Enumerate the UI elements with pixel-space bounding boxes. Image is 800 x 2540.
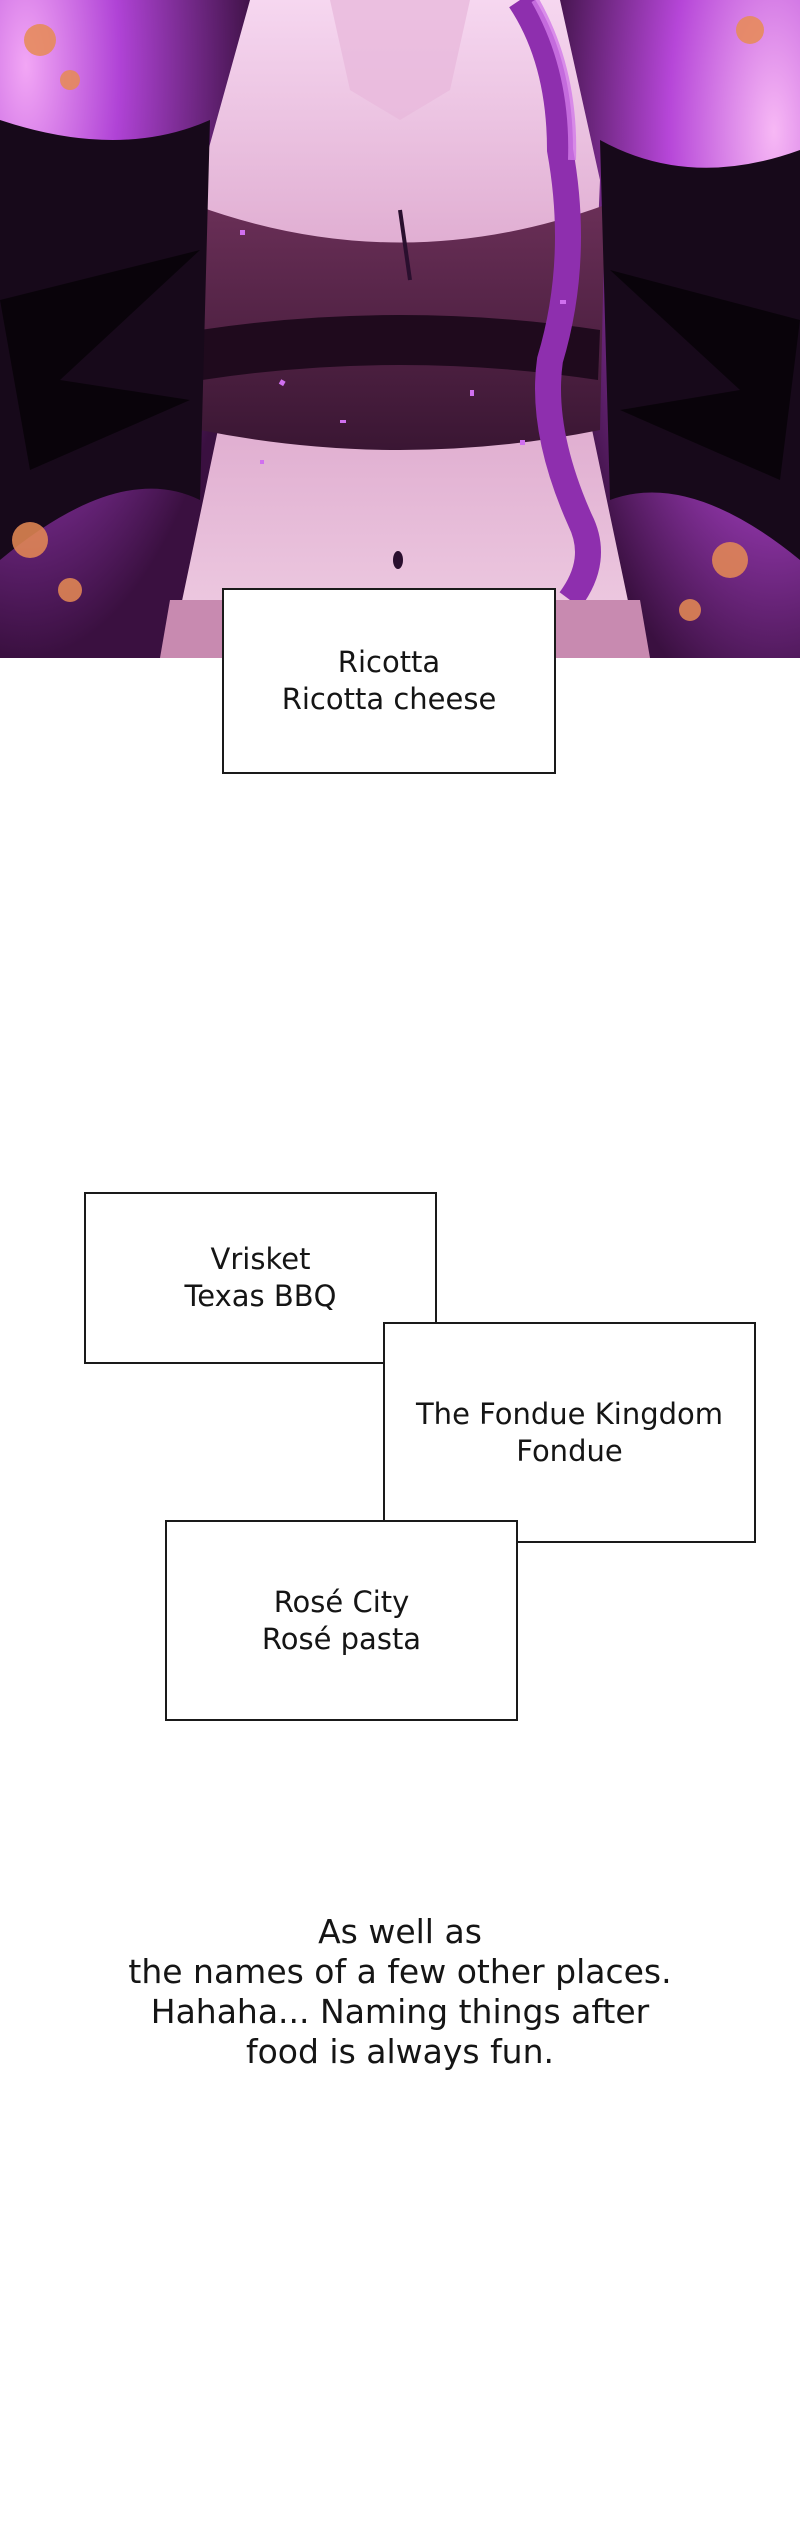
caption-box-fondue: The Fondue Kingdom Fondue xyxy=(383,1322,756,1543)
caption-food: Texas BBQ xyxy=(184,1279,337,1313)
caption-place: Ricotta xyxy=(337,645,441,679)
caption-place: Vrisket xyxy=(210,1242,311,1276)
narration-line: the names of a few other places. xyxy=(128,1952,672,1991)
caption-food: Rosé pasta xyxy=(261,1621,422,1656)
caption-box-vrisket: Vrisket Texas BBQ xyxy=(84,1192,437,1364)
illustration-panel xyxy=(0,0,800,658)
caption-place: Rosé City xyxy=(273,1584,410,1619)
caption-box-ricotta: Ricotta Ricotta cheese xyxy=(222,588,556,774)
narration-line: Hahaha... Naming things after xyxy=(150,1992,650,2031)
caption-box-rose: Rosé City Rosé pasta xyxy=(165,1520,518,1721)
illustration-icon xyxy=(0,0,800,658)
caption-food: Fondue xyxy=(516,1433,623,1468)
narration-text: As well as the names of a few other plac… xyxy=(0,1912,800,2072)
caption-food: Ricotta cheese xyxy=(281,682,497,716)
narration-line: food is always fun. xyxy=(245,2032,555,2071)
narration-line: As well as xyxy=(318,1912,482,1951)
caption-place: The Fondue Kingdom xyxy=(415,1396,724,1431)
